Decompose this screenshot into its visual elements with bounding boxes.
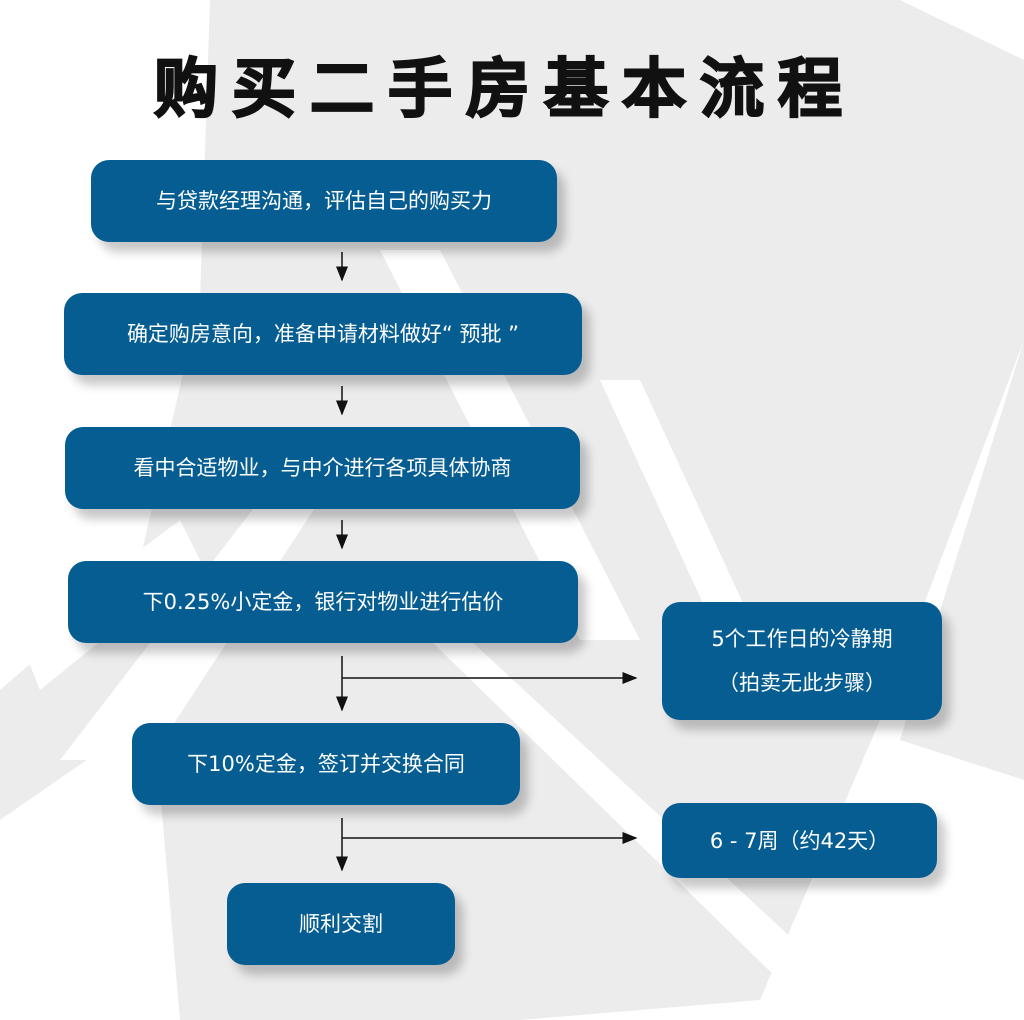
step-4-label: 下0.25%小定金，银行对物业进行估价 [142, 590, 504, 614]
note-duration-box: 6 - 7周（约42天） [662, 803, 937, 878]
note-1-line-1: 5个工作日的冷静期 [711, 627, 893, 651]
page-title: 购买二手房基本流程 [153, 52, 856, 128]
step-1-label: 与贷款经理沟通，评估自己的购买力 [156, 189, 492, 213]
step-3-box: 看中合适物业，与中介进行各项具体协商 [65, 427, 580, 509]
step-2-label: 确定购房意向，准备申请材料做好“ 预批 ” [126, 322, 520, 346]
step-6-box: 顺利交割 [227, 883, 455, 965]
step-5-label: 下10%定金，签订并交换合同 [187, 752, 465, 776]
step-1-box: 与贷款经理沟通，评估自己的购买力 [91, 160, 557, 242]
step-6-label: 顺利交割 [299, 912, 383, 936]
note-cooling-period-box: 5个工作日的冷静期 （拍卖无此步骤） [662, 602, 942, 720]
step-4-box: 下0.25%小定金，银行对物业进行估价 [68, 561, 578, 643]
step-2-box: 确定购房意向，准备申请材料做好“ 预批 ” [64, 293, 582, 375]
note-1-line-2: （拍卖无此步骤） [718, 671, 886, 695]
note-2-line-1: 6 - 7周（约42天） [709, 828, 890, 853]
step-3-label: 看中合适物业，与中介进行各项具体协商 [133, 456, 512, 480]
step-5-box: 下10%定金，签订并交换合同 [132, 723, 520, 805]
